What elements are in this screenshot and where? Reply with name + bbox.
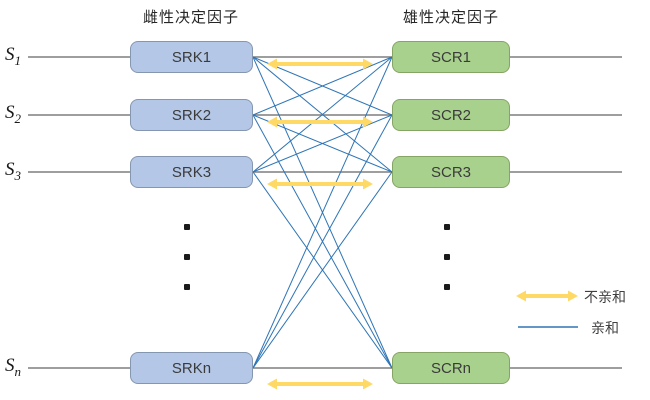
- s-allele-label-3: S3: [5, 159, 21, 184]
- s-subscript: 3: [14, 167, 22, 183]
- s-subscript: 2: [14, 110, 22, 126]
- compatible-line: [252, 171, 393, 369]
- incompatible-arrow-head-right: [363, 178, 373, 190]
- ellipsis-dots-right: [444, 224, 450, 290]
- dot: [444, 254, 450, 260]
- legend-incompatible-label: 不亲和: [584, 289, 626, 305]
- compatible-line: [252, 56, 393, 173]
- ellipsis-dots-left: [184, 224, 190, 290]
- dot: [184, 224, 190, 230]
- scrn-box: SCRn: [392, 352, 510, 384]
- dot: [184, 254, 190, 260]
- incompatible-arrow-head-right: [363, 378, 373, 390]
- compatible-line: [252, 114, 393, 173]
- incompatible-arrow-head-left: [267, 58, 277, 70]
- s-symbol: S: [5, 44, 15, 65]
- legend-incompatible-arrow-head-left: [516, 290, 526, 302]
- s-symbol: S: [5, 159, 15, 180]
- compatible-line: [252, 114, 393, 369]
- srk2-box: SRK2: [130, 99, 253, 131]
- scr1-box: SCR1: [392, 41, 510, 73]
- dot: [444, 224, 450, 230]
- scr3-box: SCR3: [392, 156, 510, 188]
- female-determinant-header: 雌性决定因子: [142, 9, 240, 26]
- scr2-box: SCR2: [392, 99, 510, 131]
- incompatible-arrow-head-left: [267, 116, 277, 128]
- incompatible-arrow-head-left: [267, 178, 277, 190]
- srkn-box: SRKn: [130, 352, 253, 384]
- compatible-line: [252, 56, 393, 116]
- srk3-box: SRK3: [130, 156, 253, 188]
- s-subscript: 1: [14, 52, 22, 68]
- male-determinant-header: 雄性决定因子: [402, 9, 500, 26]
- incompatible-arrow-head-left: [267, 378, 277, 390]
- srk1-box: SRK1: [130, 41, 253, 73]
- s-subscript: n: [14, 363, 22, 379]
- legend-incompatible-arrow-head-right: [568, 290, 578, 302]
- compatible-line: [252, 56, 393, 369]
- s-allele-label-2: S2: [5, 102, 21, 127]
- dot: [444, 284, 450, 290]
- incompatible-arrow-head-right: [363, 58, 373, 70]
- s-allele-label-n: Sn: [5, 355, 21, 380]
- s-symbol: S: [5, 102, 15, 123]
- incompatible-arrow-head-right: [363, 116, 373, 128]
- dot: [184, 284, 190, 290]
- s-allele-label-1: S1: [5, 44, 21, 69]
- s-symbol: S: [5, 355, 15, 376]
- legend-compatible-label: 亲和: [591, 320, 619, 336]
